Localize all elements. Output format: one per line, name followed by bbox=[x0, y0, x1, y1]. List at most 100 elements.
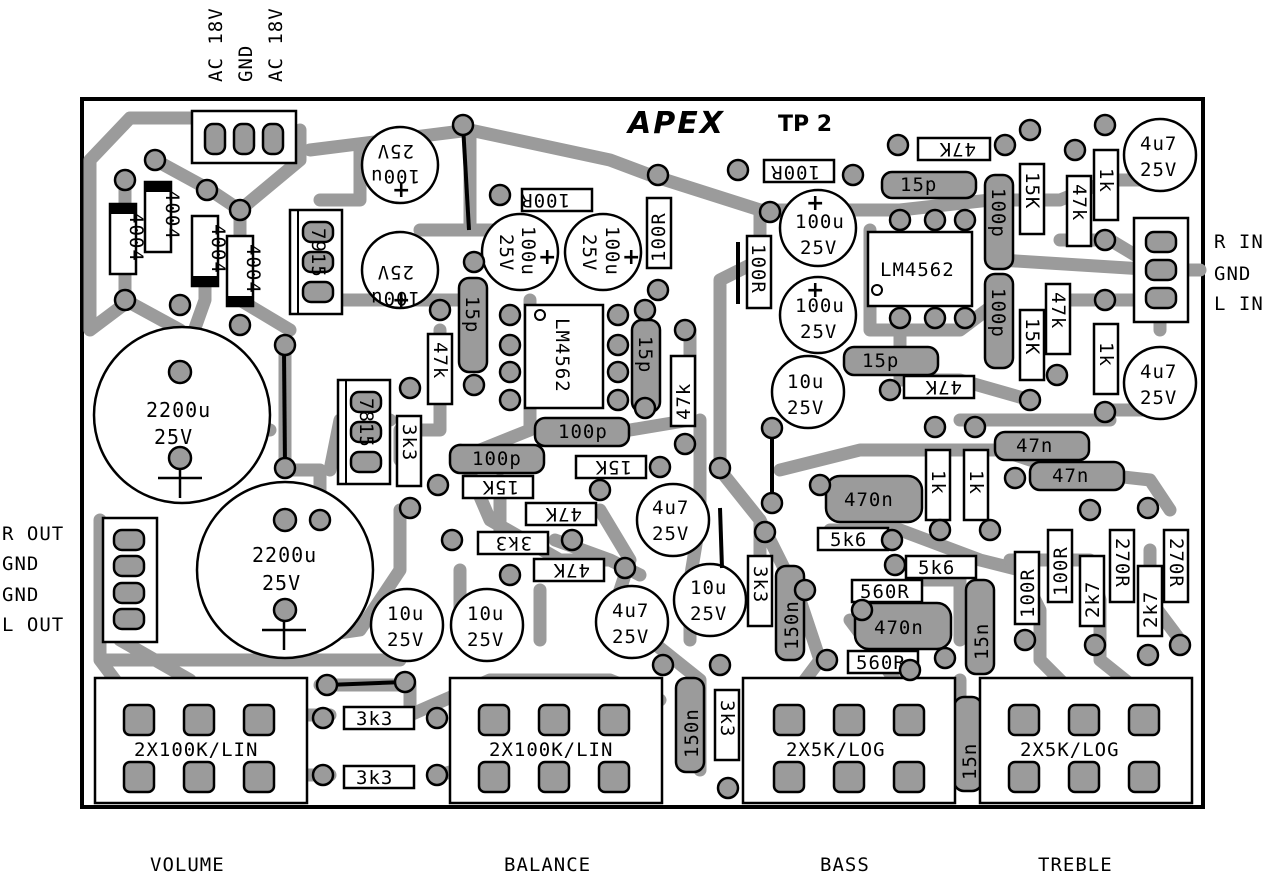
resistor-47k-r2: 47k bbox=[1044, 282, 1072, 356]
svg-text:470n: 470n bbox=[844, 489, 894, 511]
resistor-15K-mid2: 15K bbox=[461, 474, 535, 500]
cap-470n-1: 470n bbox=[824, 474, 924, 524]
svg-text:10u: 10u bbox=[467, 603, 504, 625]
svg-text:150n: 150n bbox=[681, 708, 703, 758]
svg-text:47K: 47K bbox=[553, 559, 590, 581]
cap-100u-a: 100u 25V bbox=[360, 125, 440, 205]
svg-text:1k: 1k bbox=[1095, 168, 1117, 193]
resistor-47K-mid3: 47K bbox=[532, 557, 606, 583]
resistor-3k3-v: 3k3 bbox=[713, 688, 741, 762]
cap-100u-d: 100u 25V bbox=[563, 212, 643, 292]
label-volume: VOLUME bbox=[150, 854, 225, 874]
svg-text:2X100K/LIN: 2X100K/LIN bbox=[489, 739, 613, 761]
svg-text:10u: 10u bbox=[787, 371, 824, 393]
svg-text:100u: 100u bbox=[795, 295, 845, 317]
solder-pads bbox=[113, 113, 1192, 800]
svg-text:100R: 100R bbox=[1050, 546, 1072, 596]
svg-text:15p: 15p bbox=[900, 174, 937, 196]
svg-text:25V: 25V bbox=[787, 397, 824, 419]
svg-text:25V: 25V bbox=[612, 626, 649, 648]
svg-text:100R: 100R bbox=[648, 212, 670, 262]
diode-d3: 4004 bbox=[190, 214, 229, 288]
power-label-2: GND bbox=[235, 45, 257, 82]
svg-text:LM4562: LM4562 bbox=[551, 318, 573, 393]
svg-text:1k: 1k bbox=[927, 470, 949, 495]
svg-text:25V: 25V bbox=[1140, 387, 1177, 409]
svg-text:100p: 100p bbox=[558, 421, 608, 443]
svg-text:5k6: 5k6 bbox=[918, 557, 955, 579]
output-labels: R OUT GND GND L OUT bbox=[2, 523, 64, 636]
power-connector bbox=[190, 109, 298, 165]
svg-text:15K: 15K bbox=[482, 476, 519, 498]
svg-text:25V: 25V bbox=[387, 629, 424, 651]
diode-d2: 4004 bbox=[143, 180, 183, 254]
pot-treble: 2X5K/LOG bbox=[978, 676, 1194, 805]
power-connector-labels: AC 18V GND AC 18V bbox=[205, 7, 287, 82]
svg-text:15n: 15n bbox=[959, 743, 981, 780]
svg-text:100R: 100R bbox=[1017, 568, 1039, 618]
resistor-270R-2: 270R bbox=[1162, 528, 1190, 604]
svg-text:47n: 47n bbox=[1016, 435, 1053, 457]
svg-text:100u: 100u bbox=[795, 211, 845, 233]
cap-2200u-2: 2200u 25V bbox=[195, 480, 375, 660]
cap-4u7-2: 4u7 25V bbox=[1122, 345, 1198, 421]
cap-10u-1: 10u 25V bbox=[770, 354, 846, 430]
resistor-3k3-b: 3k3 bbox=[746, 554, 774, 628]
resistor-3k3-left: 3k3 bbox=[395, 414, 423, 488]
resistor-5k6-2: 5k6 bbox=[904, 554, 978, 580]
cap-15n-1: 15n bbox=[964, 578, 996, 676]
resistor-47K-mid2: 47K bbox=[524, 501, 598, 527]
resistor-47k-left: 47k bbox=[426, 332, 454, 406]
cap-10u-4: 10u 25V bbox=[449, 587, 525, 663]
svg-text:100R: 100R bbox=[770, 161, 820, 183]
svg-text:4004: 4004 bbox=[207, 224, 229, 274]
svg-text:100p: 100p bbox=[472, 448, 522, 470]
svg-text:2X100K/LIN: 2X100K/LIN bbox=[134, 739, 258, 761]
cap-15p-left: 15p bbox=[457, 276, 489, 374]
cap-2200u-1: 2200u 25V bbox=[92, 325, 272, 505]
svg-text:2200u: 2200u bbox=[252, 543, 317, 567]
cap-100p-left2: 100p bbox=[448, 443, 546, 475]
svg-text:15p: 15p bbox=[634, 336, 656, 373]
svg-text:7815: 7815 bbox=[355, 398, 377, 448]
resistor-1k-r1: 1k bbox=[1092, 148, 1120, 222]
pot-function-labels: VOLUME BALANCE BASS TREBLE bbox=[150, 854, 1112, 874]
svg-text:2200u: 2200u bbox=[146, 398, 211, 422]
resistor-47k-mid2: 47k bbox=[669, 354, 697, 428]
svg-text:15n: 15n bbox=[971, 623, 993, 660]
resistor-100R-t2: 100R bbox=[1046, 528, 1074, 604]
svg-text:100R: 100R bbox=[747, 244, 769, 294]
resistor-15K-r1: 15K bbox=[1018, 162, 1046, 236]
output-connector bbox=[101, 516, 159, 644]
svg-text:270R: 270R bbox=[1165, 538, 1187, 588]
cap-100u-b: 100u 25V bbox=[360, 230, 440, 310]
polarity-marks: + + + + + + bbox=[392, 178, 824, 313]
svg-text:4u7: 4u7 bbox=[652, 497, 689, 519]
svg-text:3k3: 3k3 bbox=[356, 767, 393, 789]
svg-text:4004: 4004 bbox=[125, 212, 147, 262]
svg-text:4u7: 4u7 bbox=[1140, 133, 1177, 155]
svg-text:+: + bbox=[538, 245, 556, 270]
cap-100u-c: 100u 25V bbox=[480, 212, 560, 292]
cap-4u7-1: 4u7 25V bbox=[1122, 117, 1198, 193]
cap-100u-e: 100u 25V bbox=[778, 188, 858, 268]
svg-text:+: + bbox=[392, 288, 410, 313]
resistor-100R-v1: 100R bbox=[645, 196, 673, 270]
svg-text:25V: 25V bbox=[154, 425, 193, 449]
svg-text:470n: 470n bbox=[874, 617, 924, 639]
resistor-15K-mid: 15K bbox=[574, 454, 648, 480]
power-label-1: AC 18V bbox=[205, 7, 227, 82]
svg-text:25V: 25V bbox=[800, 321, 837, 343]
svg-text:10u: 10u bbox=[690, 577, 727, 599]
svg-text:47n: 47n bbox=[1052, 465, 1089, 487]
svg-text:4u7: 4u7 bbox=[1140, 361, 1177, 383]
output-label-r: R OUT bbox=[2, 523, 64, 545]
svg-text:2X5K/LOG: 2X5K/LOG bbox=[1020, 739, 1120, 761]
cap-47n-2: 47n bbox=[1028, 460, 1126, 492]
svg-text:3k3: 3k3 bbox=[495, 532, 532, 554]
svg-text:15K: 15K bbox=[1021, 318, 1043, 355]
input-label-l: L IN bbox=[1214, 293, 1264, 315]
resistor-100R-top: 100R bbox=[520, 187, 594, 213]
svg-text:100u: 100u bbox=[601, 226, 623, 276]
svg-text:15K: 15K bbox=[595, 456, 632, 478]
